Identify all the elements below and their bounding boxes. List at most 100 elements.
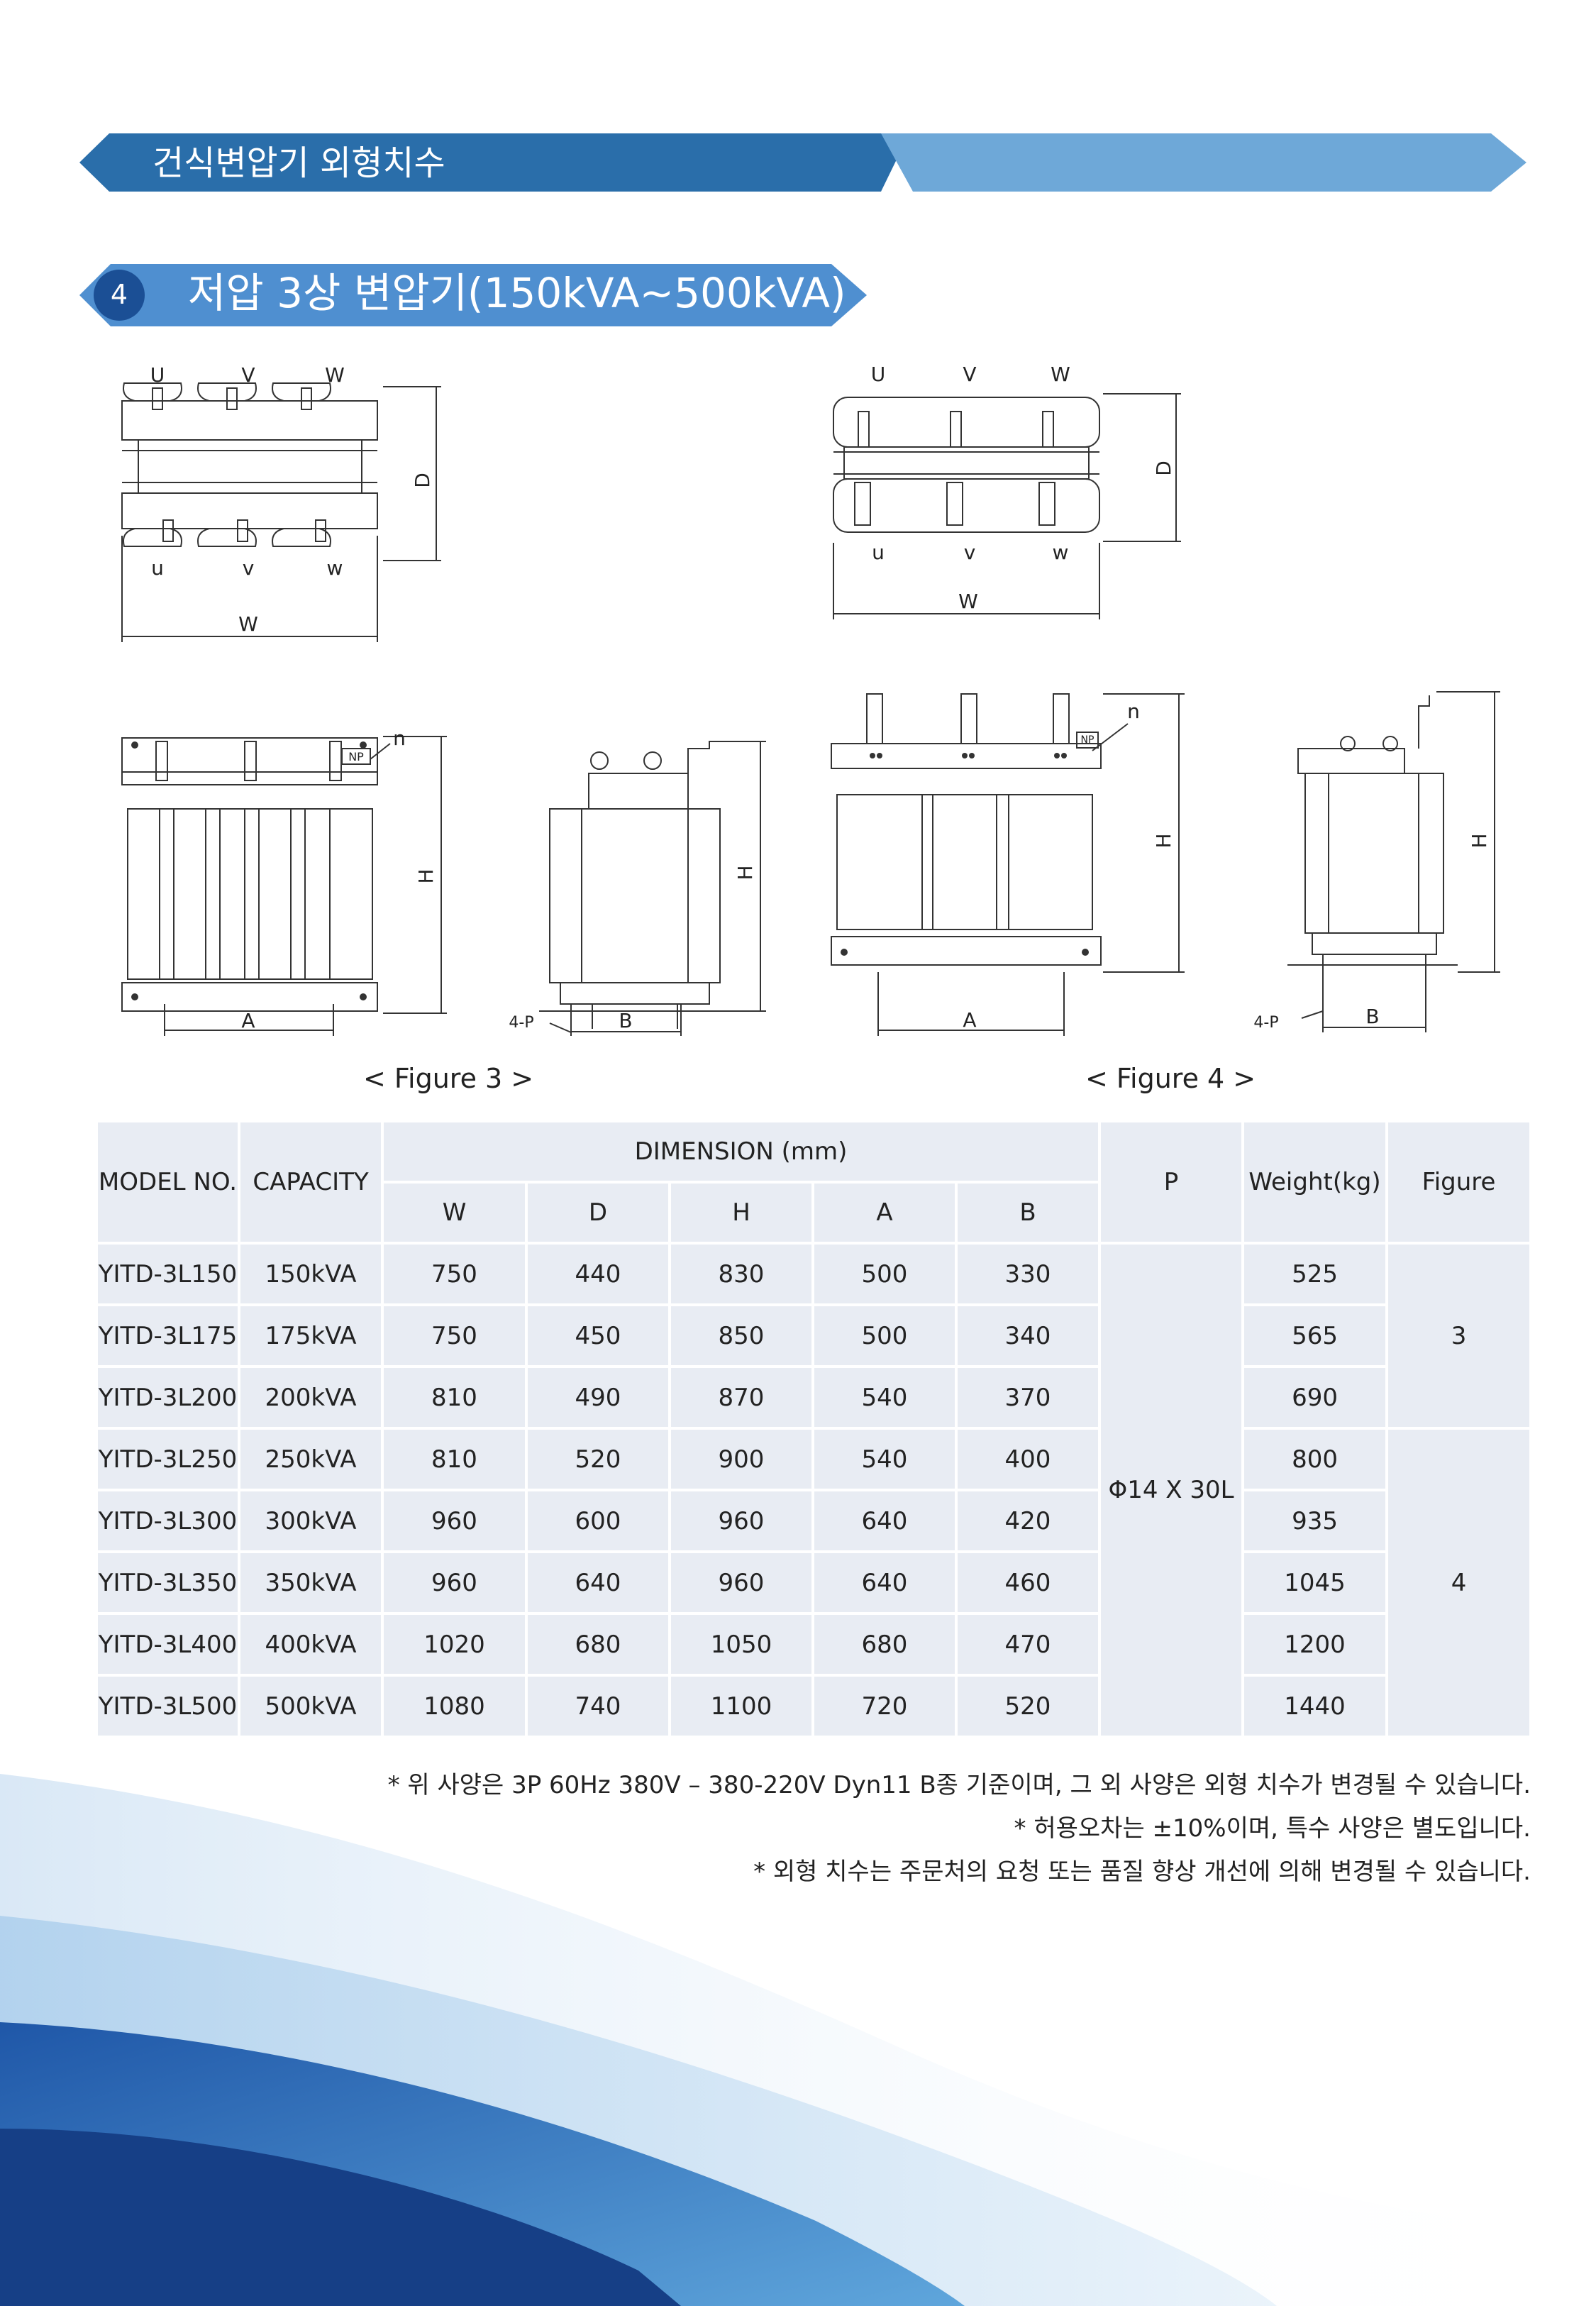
cell-d: 680 bbox=[525, 1612, 671, 1677]
fig4-dim-H: H bbox=[1152, 833, 1175, 848]
fig3-label-u: u bbox=[151, 556, 164, 580]
cell-b: 470 bbox=[954, 1612, 1102, 1677]
cell-weight: 800 bbox=[1241, 1427, 1389, 1491]
cell-capacity: 300kVA bbox=[238, 1489, 384, 1553]
cell-d: 490 bbox=[525, 1365, 671, 1430]
cell-capacity: 250kVA bbox=[238, 1427, 384, 1491]
fig3-n-label: n bbox=[393, 727, 406, 750]
figure4-top-view: U V W u v w W D bbox=[833, 363, 1181, 619]
cell-weight: 1045 bbox=[1241, 1550, 1389, 1615]
fig4-dim-D: D bbox=[1152, 460, 1175, 476]
cell-model: YITD-3L175 bbox=[95, 1303, 240, 1368]
figure4-front-view: NP n A H bbox=[831, 693, 1185, 1036]
cell-w: 1020 bbox=[381, 1612, 528, 1677]
cell-d: 440 bbox=[525, 1242, 671, 1306]
cell-b: 370 bbox=[954, 1365, 1102, 1430]
header-dimension: DIMENSION (mm) bbox=[380, 1120, 1102, 1184]
cell-w: 960 bbox=[381, 1550, 528, 1615]
fig4-np-label: NP bbox=[1081, 734, 1095, 746]
fig3-label-U: U bbox=[150, 363, 165, 387]
fig4-dim-A: A bbox=[963, 1008, 976, 1032]
fig3-dim-B: B bbox=[619, 1009, 632, 1032]
cell-h: 1100 bbox=[668, 1674, 814, 1738]
cell-h: 830 bbox=[668, 1242, 814, 1306]
note-2: * 허용오차는 ±10%이며, 특수 사양은 별도입니다. bbox=[1014, 1814, 1531, 1843]
header-h: H bbox=[668, 1181, 814, 1245]
notes: * 위 사양은 3P 60Hz 380V – 380-220V Dyn11 B종… bbox=[183, 1764, 1531, 1894]
cell-model: YITD-3L250 bbox=[95, 1427, 240, 1491]
cell-weight: 1440 bbox=[1241, 1674, 1389, 1738]
section-badge bbox=[79, 264, 867, 326]
fig3-label-w: w bbox=[327, 556, 343, 580]
cell-b: 420 bbox=[954, 1489, 1102, 1553]
fig3-dim-W: W bbox=[238, 612, 258, 636]
table-row: YITD-3L500 500kVA 1080 740 1100 720 520 … bbox=[95, 1674, 1531, 1738]
header-capacity: CAPACITY bbox=[238, 1120, 384, 1245]
cell-p: Φ14 X 30L bbox=[1098, 1242, 1245, 1738]
header-p: P bbox=[1098, 1120, 1245, 1245]
cell-h: 870 bbox=[668, 1365, 814, 1430]
cell-w: 1080 bbox=[381, 1674, 528, 1738]
figure3-top-view: U V W u v w W D bbox=[121, 363, 441, 642]
table-row: YITD-3L400 400kVA 1020 680 1050 680 470 … bbox=[95, 1612, 1531, 1677]
figure4-caption: < Figure 4 > bbox=[1085, 1063, 1256, 1094]
cell-model: YITD-3L150 bbox=[95, 1242, 240, 1306]
fig3-label-W: W bbox=[325, 363, 345, 387]
cell-model: YITD-3L500 bbox=[95, 1674, 240, 1738]
figure4-side-view: 4-P B H bbox=[1253, 691, 1500, 1032]
fig4-label-w: w bbox=[1053, 541, 1069, 564]
fig4-side-dim-H: H bbox=[1468, 833, 1491, 848]
section-title: 저압 3상 변압기(150kVA~500kVA) bbox=[188, 269, 846, 317]
cell-capacity: 400kVA bbox=[238, 1612, 384, 1677]
section-number: 4 bbox=[110, 279, 128, 310]
table-row: YITD-3L200 200kVA 810 490 870 540 370 69… bbox=[95, 1365, 1531, 1430]
cell-a: 500 bbox=[811, 1303, 958, 1368]
header-model: MODEL NO. bbox=[95, 1120, 240, 1245]
cell-b: 400 bbox=[954, 1427, 1102, 1491]
cell-a: 720 bbox=[811, 1674, 958, 1738]
fig3-side-dim-H: H bbox=[733, 865, 757, 880]
cell-a: 680 bbox=[811, 1612, 958, 1677]
fig4-p-label: 4-P bbox=[1253, 1014, 1278, 1032]
cell-weight: 1200 bbox=[1241, 1612, 1389, 1677]
cell-model: YITD-3L300 bbox=[95, 1489, 240, 1553]
cell-a: 500 bbox=[811, 1242, 958, 1306]
header-bar bbox=[79, 133, 1526, 192]
fig4-label-V: V bbox=[963, 363, 976, 386]
cell-h: 1050 bbox=[668, 1612, 814, 1677]
cell-w: 750 bbox=[381, 1242, 528, 1306]
cell-a: 540 bbox=[811, 1365, 958, 1430]
cell-weight: 935 bbox=[1241, 1489, 1389, 1553]
cell-w: 810 bbox=[381, 1365, 528, 1430]
table-row: YITD-3L300 300kVA 960 600 960 640 420 93… bbox=[95, 1489, 1531, 1553]
cell-d: 640 bbox=[525, 1550, 671, 1615]
fig3-p-label: 4-P bbox=[509, 1014, 533, 1032]
cell-weight: 690 bbox=[1241, 1365, 1389, 1430]
header-weight: Weight(kg) bbox=[1241, 1120, 1389, 1245]
fig4-label-W: W bbox=[1051, 363, 1070, 386]
table-row: YITD-3L175 175kVA 750 450 850 500 340 56… bbox=[95, 1303, 1531, 1368]
cell-model: YITD-3L400 bbox=[95, 1612, 240, 1677]
cell-capacity: 150kVA bbox=[238, 1242, 384, 1306]
cell-capacity: 350kVA bbox=[238, 1550, 384, 1615]
cell-h: 960 bbox=[668, 1489, 814, 1553]
cell-b: 520 bbox=[954, 1674, 1102, 1738]
fig3-label-V: V bbox=[241, 363, 255, 387]
cell-capacity: 500kVA bbox=[238, 1674, 384, 1738]
fig4-label-v: v bbox=[964, 541, 976, 564]
table-row: YITD-3L350 350kVA 960 640 960 640 460 10… bbox=[95, 1550, 1531, 1615]
cell-b: 460 bbox=[954, 1550, 1102, 1615]
fig4-dim-W: W bbox=[958, 590, 978, 613]
cell-d: 600 bbox=[525, 1489, 671, 1553]
spec-table: MODEL NO. CAPACITY DIMENSION (mm) P Weig… bbox=[95, 1120, 1533, 1738]
cell-capacity: 200kVA bbox=[238, 1365, 384, 1430]
fig3-dim-D: D bbox=[411, 473, 434, 488]
cell-d: 450 bbox=[525, 1303, 671, 1368]
cell-h: 850 bbox=[668, 1303, 814, 1368]
header-title: 건식변압기 외형치수 bbox=[153, 143, 445, 183]
fig4-label-u: u bbox=[872, 541, 885, 564]
cell-w: 960 bbox=[381, 1489, 528, 1553]
table-row: YITD-3L150 150kVA 750 440 830 500 330 Φ1… bbox=[95, 1242, 1533, 1738]
fig3-label-v: v bbox=[243, 556, 255, 580]
cell-w: 750 bbox=[381, 1303, 528, 1368]
